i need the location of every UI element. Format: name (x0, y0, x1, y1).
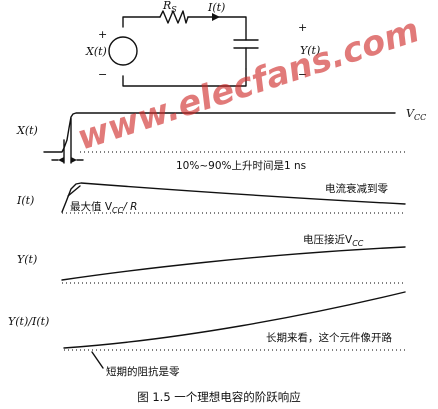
y-axis-label: Y(t) (17, 253, 37, 266)
z-long-note: 长期来看，这个元件像开路 (266, 331, 392, 344)
resistor-label: RS (162, 0, 177, 14)
i-peak-note: 最大值 VCC/ R (70, 200, 137, 215)
output-label: Y(t) (300, 44, 320, 57)
i-decay-note: 电流衰减到零 (325, 182, 388, 195)
y-waveform-panel: Y(t) 电压接近VCC (17, 233, 406, 284)
site-watermark: www.elecfans.com (72, 10, 424, 158)
z-waveform-panel: Y(t)/I(t) 长期来看，这个元件像开路 短期的阻抗是零 (8, 291, 406, 378)
x-risetime-arrow-left-icon (58, 157, 64, 163)
y-approach-note: 电压接近VCC (303, 233, 364, 248)
z-short-note: 短期的阻抗是零 (106, 365, 180, 378)
figure-caption: 图 1.5 一个理想电容的阶跃响应 (137, 390, 301, 404)
circuit-schematic: X(t) + − RS I(t) + Y(t) − (85, 0, 320, 87)
i-axis-label: I(t) (16, 194, 34, 207)
resistor (159, 10, 189, 24)
risetime-note: 10%~90%上升时间是1 ns (176, 159, 306, 172)
output-minus: − (298, 68, 307, 81)
current-arrow-icon (212, 13, 220, 21)
bottom-wire (122, 68, 247, 87)
x-risetime-arrow-right-icon (71, 157, 77, 163)
x-axis-label: X(t) (16, 124, 38, 137)
i-waveform-panel: I(t) 最大值 VCC/ R 电流衰减到零 (16, 182, 406, 215)
y-voltage-curve (61, 246, 406, 281)
i-current-curve (61, 182, 406, 213)
source-minus: − (98, 68, 107, 81)
vcc-label: VCC (406, 107, 426, 122)
z-impedance-curve (63, 291, 406, 349)
source-label: X(t) (85, 45, 107, 58)
voltage-source (108, 36, 138, 66)
x-waveform-panel: X(t) VCC 10%~90%上升时间是1 ns (16, 107, 426, 172)
top-wire (122, 16, 247, 41)
x-step-curve (43, 112, 396, 153)
output-plus: + (298, 21, 307, 34)
z-short-leader (91, 351, 104, 369)
source-plus: + (98, 28, 107, 41)
current-label: I(t) (207, 1, 225, 14)
z-axis-label: Y(t)/I(t) (8, 315, 49, 328)
i-peak-leader (67, 185, 81, 197)
